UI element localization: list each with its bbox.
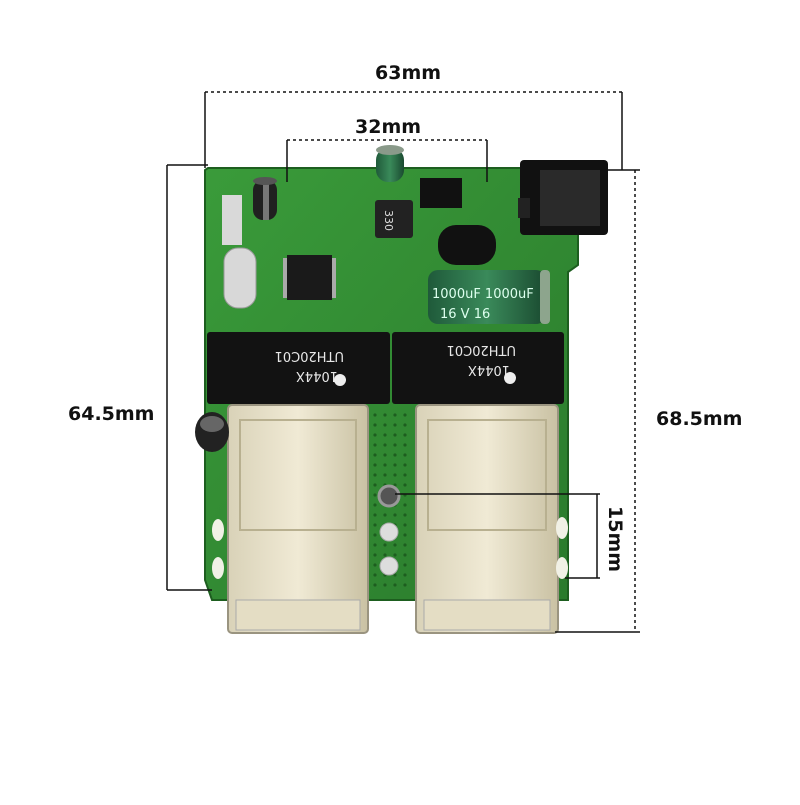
dimension-lines	[166, 91, 640, 633]
side-leds	[212, 517, 568, 579]
rj45-jack-right	[415, 404, 559, 634]
dc-jack	[518, 160, 608, 235]
capacitor-left	[195, 412, 229, 452]
dimension-height-right: 68.5mm	[656, 408, 743, 430]
svg-text:330: 330	[382, 210, 395, 231]
center-leds	[377, 484, 401, 576]
svg-text:1000uF 1000uF: 1000uF 1000uF	[432, 287, 534, 302]
pin-header	[222, 195, 242, 245]
diode	[438, 225, 496, 265]
inductor: 330	[375, 200, 413, 238]
svg-text:UTH20C01: UTH20C01	[447, 342, 516, 357]
dimension-height-left: 64.5mm	[68, 403, 155, 425]
dimension-port-offset: 15mm	[604, 506, 626, 573]
dimension-width-total: 63mm	[375, 62, 442, 84]
capacitor-large: 1000uF 1000uF 16 V 16	[428, 270, 550, 324]
capacitor-small	[253, 177, 277, 220]
capacitor-top	[376, 145, 404, 182]
power-ic	[420, 178, 462, 208]
main-ic	[283, 255, 336, 300]
crystal	[223, 247, 257, 309]
transformer-left: 1044X UTH20C01	[207, 332, 390, 404]
rj45-jack-left	[227, 404, 369, 634]
svg-text:UTH20C01: UTH20C01	[275, 348, 344, 363]
svg-text:1044X: 1044X	[468, 362, 510, 377]
svg-text:1044X: 1044X	[296, 368, 338, 383]
svg-text:16 V 16: 16 V 16	[440, 307, 490, 322]
transformer-right: 1044X UTH20C01	[392, 332, 564, 404]
dimension-hole-spacing: 32mm	[355, 116, 422, 138]
